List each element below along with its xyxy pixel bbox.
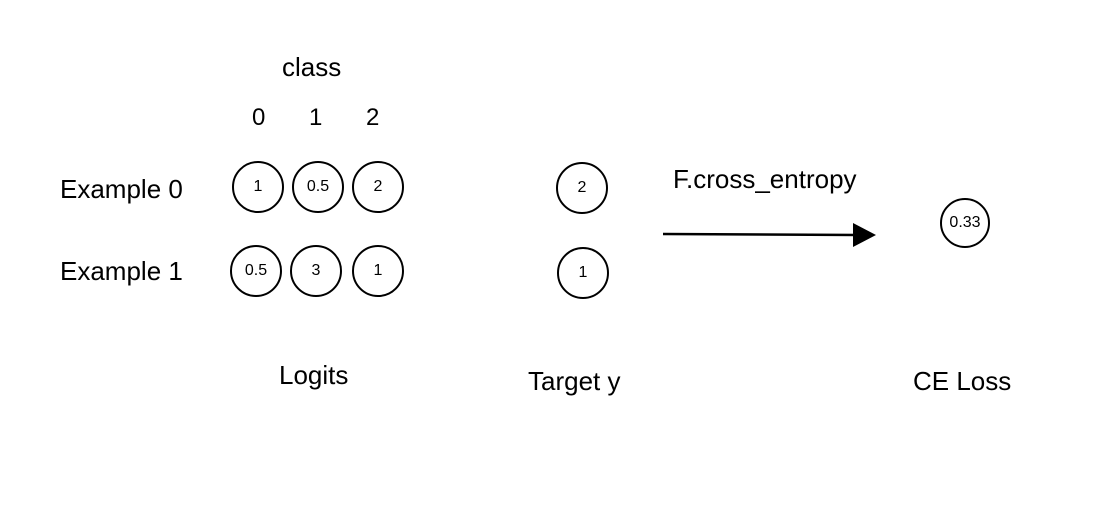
logit-cell: 0.5 xyxy=(230,245,282,297)
class-header: class xyxy=(282,52,342,82)
arrow-label: F.cross_entropy xyxy=(673,164,857,194)
class-index-2: 2 xyxy=(366,104,380,131)
loss-cell: 0.33 xyxy=(940,198,990,248)
logit-cell: 0.5 xyxy=(292,161,344,213)
caption-logits: Logits xyxy=(279,360,349,390)
class-index-0: 0 xyxy=(252,104,266,131)
class-index-1: 1 xyxy=(309,104,323,131)
logit-cell: 1 xyxy=(352,245,404,297)
row-label-example-0: Example 0 xyxy=(60,174,183,204)
caption-target: Target y xyxy=(528,366,621,396)
arrow-shaft xyxy=(662,232,859,237)
logit-cell: 2 xyxy=(352,161,404,213)
arrow-head xyxy=(853,223,876,247)
row-label-example-1: Example 1 xyxy=(60,256,183,286)
logit-cell: 3 xyxy=(290,245,342,297)
caption-loss: CE Loss xyxy=(913,366,1012,396)
target-cell: 2 xyxy=(556,162,608,214)
logit-cell: 1 xyxy=(232,161,284,213)
target-cell: 1 xyxy=(557,247,609,299)
